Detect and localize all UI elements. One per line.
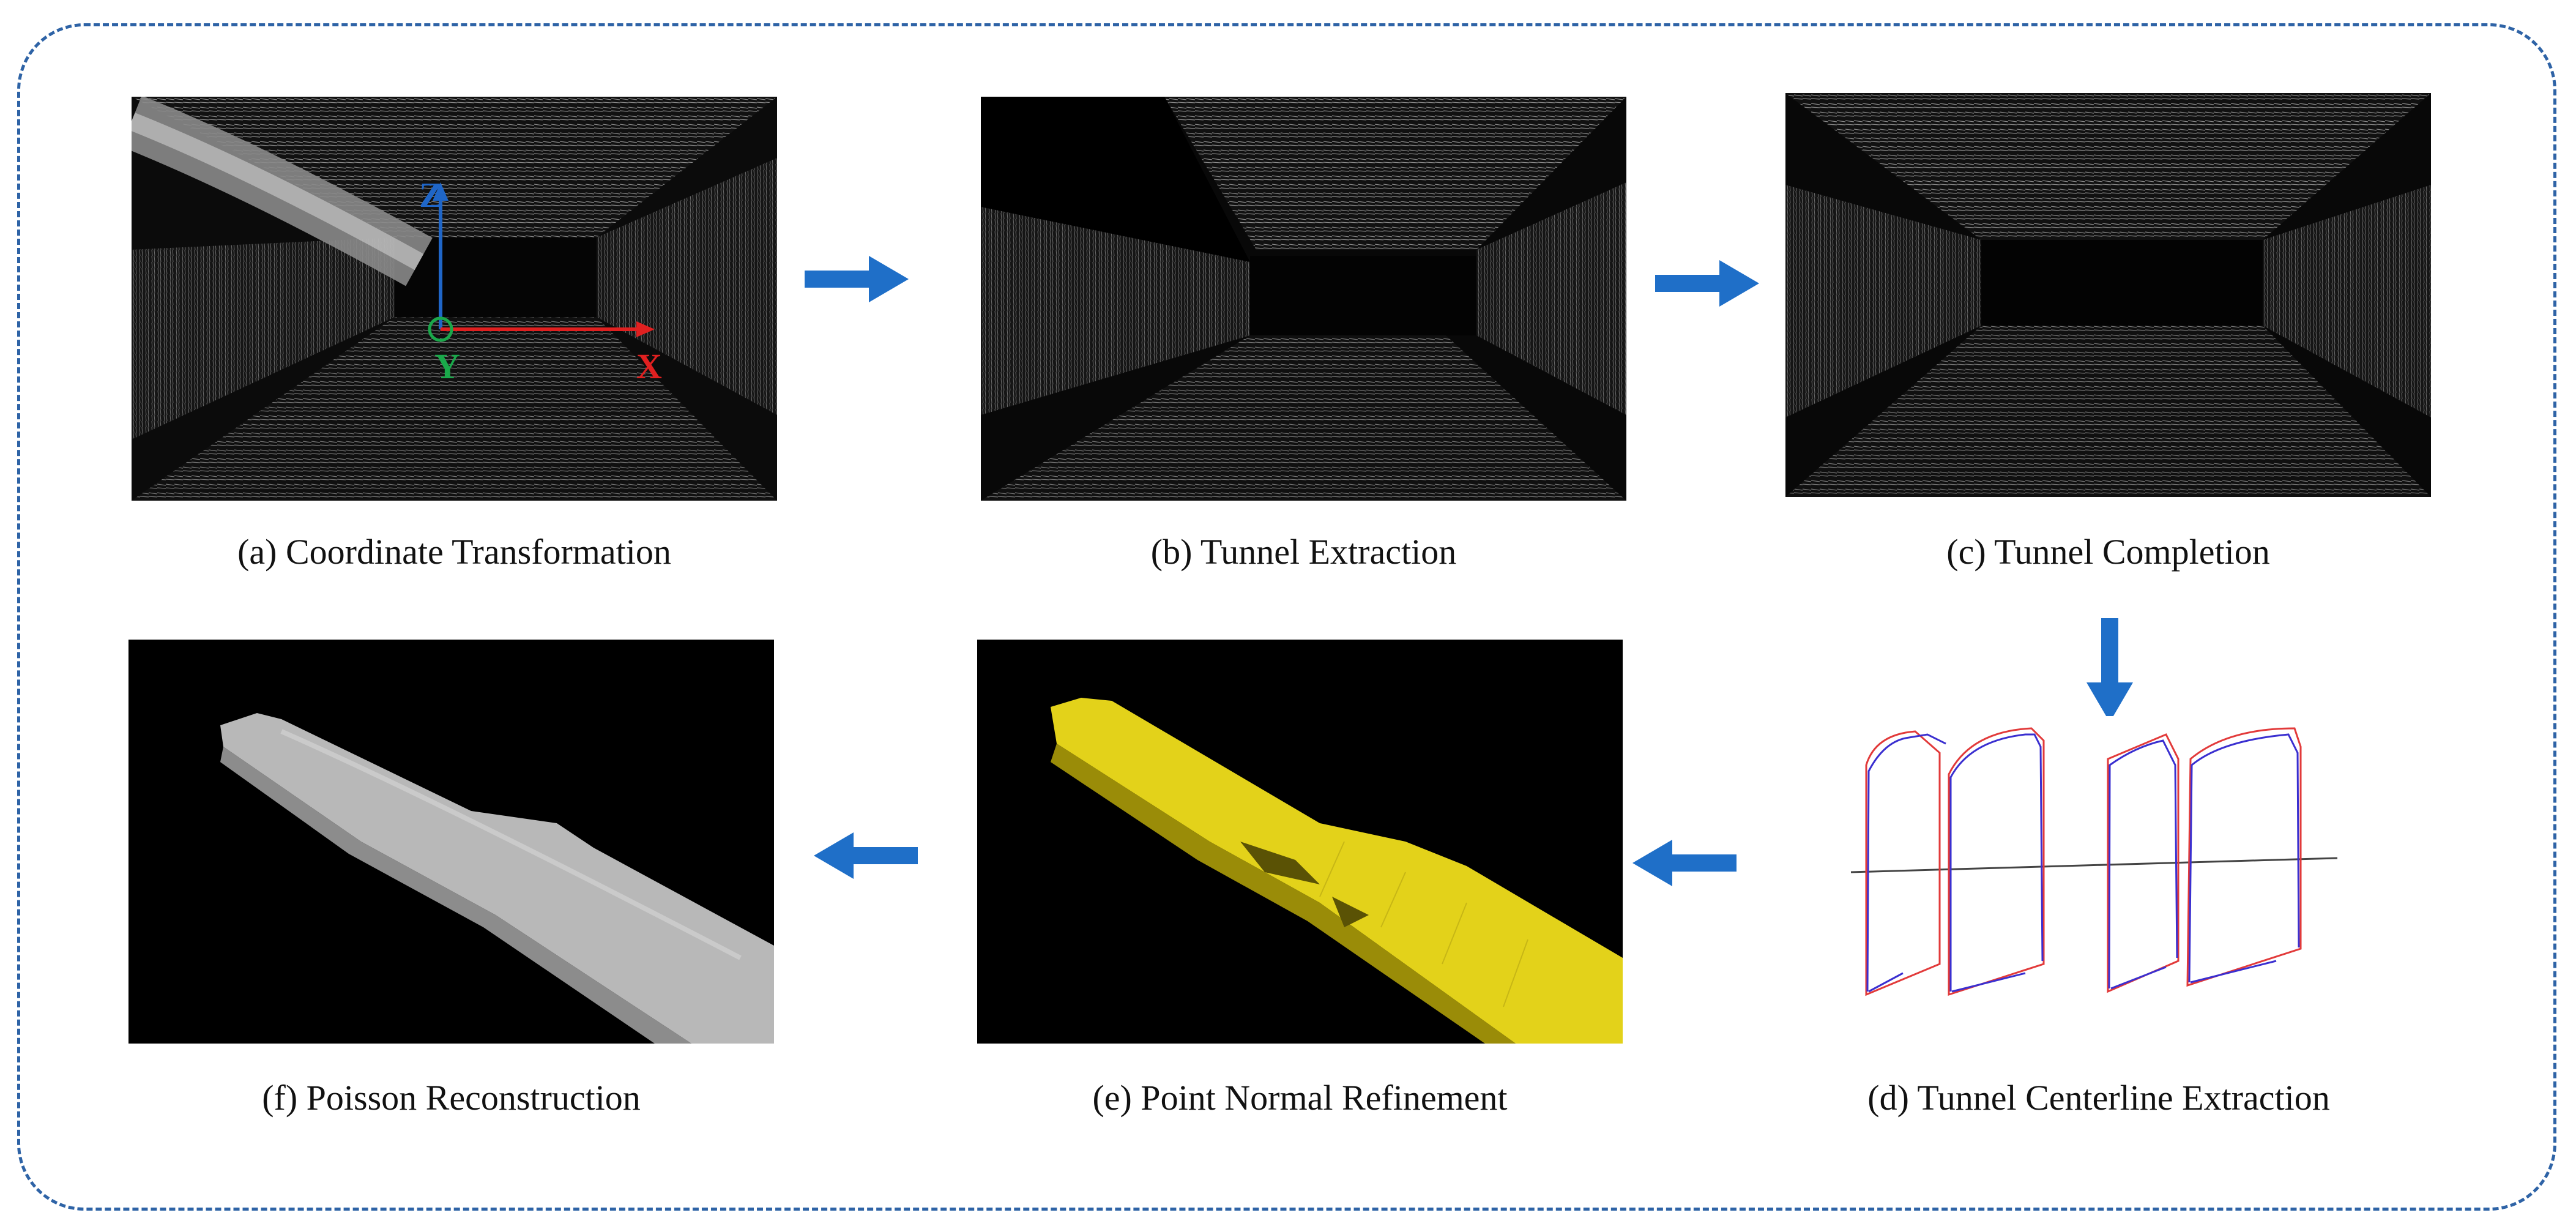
- arrow-right-icon: [1655, 260, 1759, 307]
- axis-z-label: Z: [419, 175, 443, 215]
- panel-c-tunnel-completion-image: [1785, 93, 2431, 497]
- panel-b-tunnel-extraction-image: [981, 97, 1626, 501]
- arrow-down-icon: [2086, 618, 2133, 722]
- axis-x-label: X: [636, 346, 662, 386]
- caption-a: (a) Coordinate Transformation: [237, 532, 671, 572]
- caption-c: (c) Tunnel Completion: [1946, 532, 2270, 572]
- caption-b: (b) Tunnel Extraction: [1150, 532, 1457, 572]
- caption-d: (d) Tunnel Centerline Extraction: [1867, 1078, 2330, 1118]
- caption-f: (f) Poisson Reconstruction: [262, 1078, 641, 1118]
- caption-e: (e) Point Normal Refinement: [1092, 1078, 1508, 1118]
- coordinate-axes-icon: Z X Y: [419, 175, 662, 386]
- arrow-right-icon: [805, 256, 909, 302]
- arrow-left-icon: [1632, 840, 1737, 886]
- axis-y-label: Y: [434, 346, 460, 386]
- arrow-left-icon: [814, 832, 918, 879]
- panel-d-centerline-extraction-image: [1848, 716, 2350, 1004]
- panel-a-coordinate-transformation-image: Z X Y: [132, 97, 777, 501]
- panel-e-point-normal-refinement-image: [977, 640, 1623, 1044]
- panel-f-poisson-reconstruction-image: [128, 640, 774, 1044]
- dashed-frame: [17, 23, 2556, 1211]
